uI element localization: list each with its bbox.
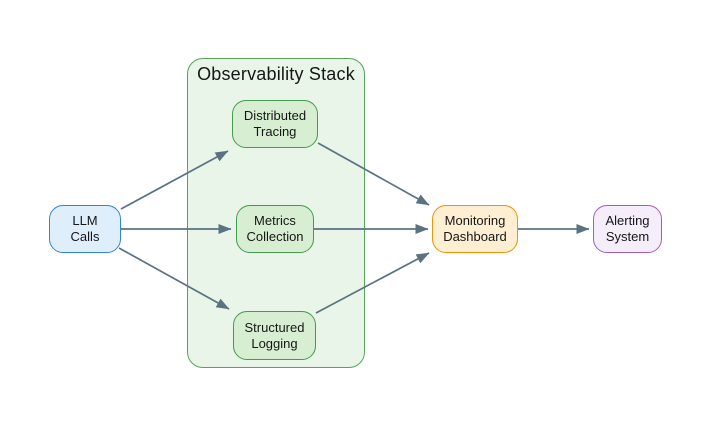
node-llm-calls-label: LLM Calls	[70, 213, 100, 244]
edge-logging-to-dashboard	[315, 252, 430, 314]
group-title: Observability Stack	[197, 64, 355, 84]
edge-tracing-to-dashboard	[317, 142, 430, 206]
node-distributed-tracing-label: Distributed Tracing	[243, 108, 307, 139]
node-monitoring-dashboard-label: Monitoring Dashboard	[443, 213, 507, 244]
node-alerting-system: Alerting System	[593, 205, 662, 253]
edge-llm-to-tracing	[120, 150, 229, 210]
node-structured-logging-label: Structured Logging	[244, 319, 305, 351]
node-alerting-system-label: Alerting System	[605, 213, 650, 244]
node-metrics-collection: Metrics Collection	[236, 205, 314, 253]
edge-llm-to-logging	[118, 247, 230, 310]
node-distributed-tracing: Distributed Tracing	[232, 100, 318, 148]
node-monitoring-dashboard: Monitoring Dashboard	[432, 205, 518, 253]
node-structured-logging: Structured Logging	[233, 311, 316, 360]
node-metrics-collection-label: Metrics Collection	[246, 213, 304, 244]
node-llm-calls: LLM Calls	[49, 205, 121, 253]
